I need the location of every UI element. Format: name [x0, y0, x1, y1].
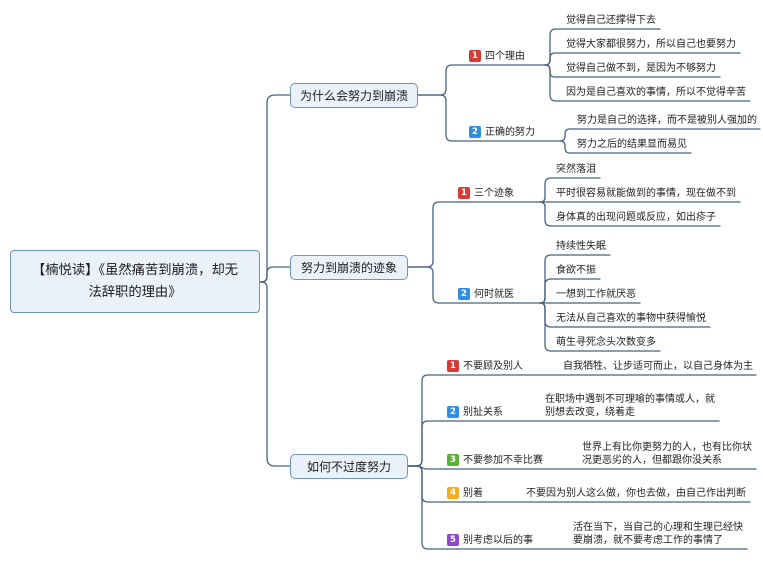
connector-line [544, 64, 751, 102]
leaf-topic: 食欲不振 [556, 265, 596, 276]
priority-4-icon: 4 [447, 487, 459, 499]
main-topic-avoid-overwork: 如何不过度努力 [290, 454, 408, 479]
subtopic-when-to-see-doctor: 何时就医 [474, 289, 514, 300]
subtopic-dont-rush: 别着 [463, 488, 483, 499]
leaf-topic: 持续性失眠 [556, 241, 606, 252]
subtopic-dont-mind-others: 不要顾及别人 [463, 361, 523, 372]
connector-line [539, 201, 721, 227]
connector-line [539, 302, 661, 352]
leaf-topic: 觉得自己做不到，是因为不够努力 [566, 63, 716, 74]
connector-line [407, 201, 541, 268]
leaf-topic: 努力是自己的选择，而不是被别人强加的 [577, 115, 757, 126]
priority-3-icon: 3 [447, 454, 459, 466]
connector-line [407, 465, 748, 550]
leaf-topic: 因为是自己喜欢的事情，所以不觉得辛苦 [566, 87, 746, 98]
subtopic-no-misery-contest: 不要参加不幸比赛 [463, 455, 543, 466]
subtopic-four-reasons: 四个理由 [485, 51, 525, 62]
subtopic-dont-get-entangled: 别扯关系 [463, 407, 503, 418]
priority-1-icon: 1 [447, 360, 459, 372]
main-topic-why-burnout: 为什么会努力到崩溃 [290, 83, 418, 108]
main-topic-title: 如何不过度努力 [306, 460, 391, 474]
connector-line [259, 266, 291, 283]
connector-line [559, 128, 761, 142]
leaf-topic: 突然落泪 [556, 164, 596, 175]
root-topic-title: 【楠悦读】《虽然痛苦到崩溃，却无法辞职的理由》 [31, 262, 239, 300]
connector-line [544, 52, 741, 66]
connector-line [417, 64, 546, 96]
connector-line [407, 266, 541, 304]
leaf-topic: 无法从自己喜欢的事物中获得愉悦 [556, 313, 706, 324]
subtopic-three-signs: 三个迹象 [474, 188, 514, 199]
leaf-topic: 在职场中遇到不可理喻的事情或人，就别想去改变，绕着走 [545, 394, 715, 418]
leaf-topic: 世界上有比你更努力的人，也有比你状况更恶劣的人，但都跟你没关系 [582, 442, 752, 466]
priority-2-icon: 2 [447, 406, 459, 418]
priority-2-icon: 2 [469, 126, 481, 138]
subtopic-dont-think-ahead: 别考虑以后的事 [463, 535, 533, 546]
leaf-topic: 觉得大家都很努力，所以自己也要努力 [566, 39, 736, 50]
main-topic-burnout-signs: 努力到崩溃的迹象 [290, 255, 408, 280]
leaf-topic: 一想到工作就厌恶 [556, 289, 636, 300]
leaf-topic: 不要因为别人这么做，你也去做，由自己作出判断 [526, 488, 746, 499]
leaf-topic: 觉得自己还撑得下去 [566, 15, 656, 26]
leaf-topic: 努力之后的结果显而易见 [577, 139, 687, 150]
priority-2-icon: 2 [458, 288, 470, 300]
connector-line [417, 94, 561, 142]
priority-1-icon: 1 [458, 187, 470, 199]
connector-line [559, 140, 692, 154]
leaf-topic: 萌生寻死念头次数变多 [556, 337, 656, 348]
main-topic-title: 为什么会努力到崩溃 [299, 89, 408, 103]
connector-line [259, 281, 291, 467]
leaf-topic: 活在当下，当自己的心理和生理已经快要崩溃，就不要考虑工作的事情了 [573, 522, 743, 546]
priority-5-icon: 5 [447, 534, 459, 546]
leaf-topic: 平时很容易就能做到的事情，现在做不到 [556, 188, 736, 199]
leaf-topic: 身体真的出现问题或反应，如出疹子 [556, 212, 716, 223]
subtopic-right-effort: 正确的努力 [485, 127, 535, 138]
leaf-topic: 自我牺牲、让步适可而止，以自己身体为主 [563, 361, 753, 372]
connector-line [259, 94, 291, 283]
main-topic-title: 努力到崩溃的迹象 [300, 261, 397, 275]
root-topic: 【楠悦读】《虽然痛苦到崩溃，却无法辞职的理由》 [10, 250, 260, 313]
priority-1-icon: 1 [469, 50, 481, 62]
